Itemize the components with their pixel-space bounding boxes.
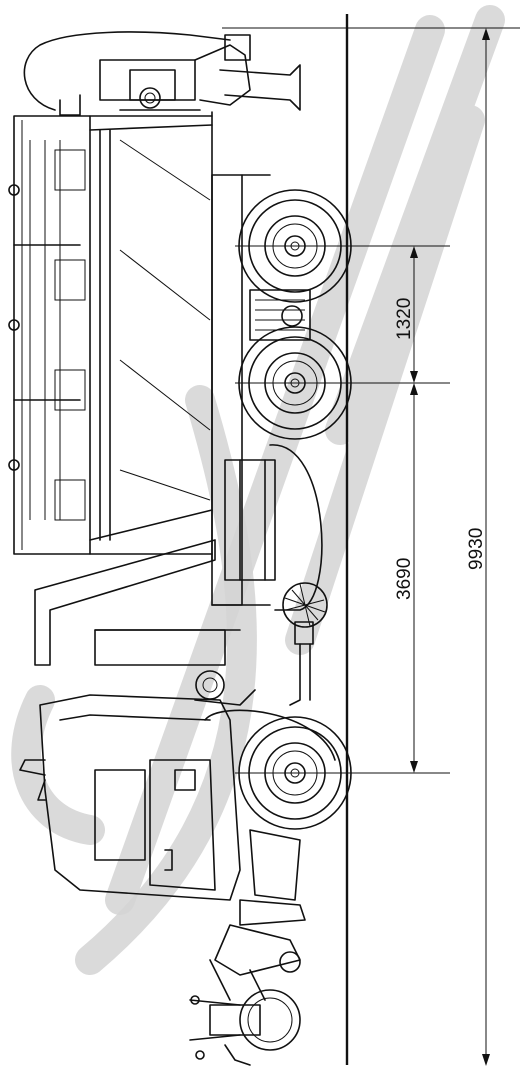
rear-suspension [249,289,311,341]
rear-attachment [23,31,301,116]
cab [19,670,256,901]
front-implement [189,899,306,1066]
dimension-3690: 3690 [394,558,415,600]
chassis-frame [94,174,323,666]
dimension-9930: 9930 [466,528,487,570]
cargo-body [8,111,216,666]
dimension-1320: 1320 [394,298,415,340]
dimension-lines [222,27,520,1066]
sweeper-brush [282,582,328,706]
